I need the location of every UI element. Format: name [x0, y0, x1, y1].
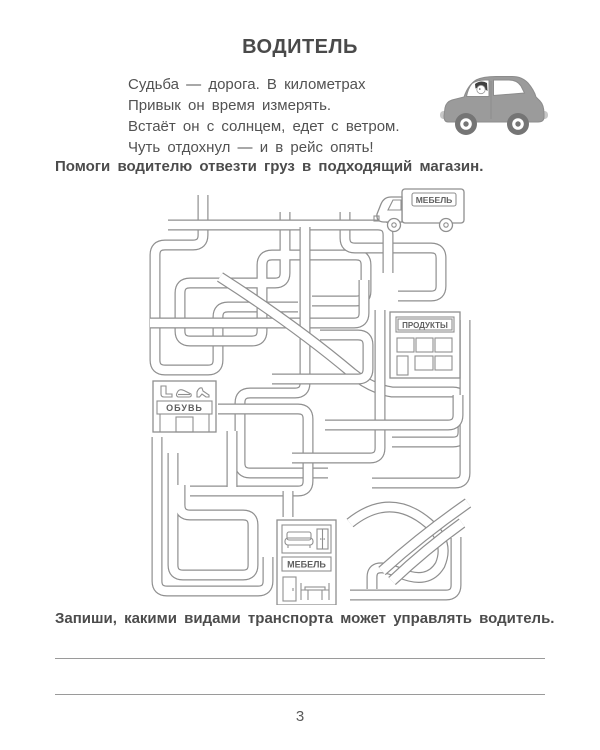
answer-line — [55, 658, 545, 659]
window-icon — [434, 337, 453, 353]
maze-road-surface — [379, 499, 471, 575]
window-icon — [434, 355, 453, 371]
truck-icon: МЕБЕЛЬ — [373, 188, 465, 233]
maze-road-surface — [168, 220, 393, 273]
table-and-chairs-icon — [300, 583, 330, 600]
shop-furniture: МЕБЕЛЬ — [276, 519, 337, 606]
maze-road-surface — [372, 320, 470, 488]
groceries-sign-label: ПРОДУКТЫ — [402, 321, 448, 330]
truck-windshield — [387, 199, 402, 211]
maze-svg: ПРОДУКТЫ ОБУВЬ — [149, 188, 472, 606]
maze-road-surface — [292, 310, 385, 463]
window-icon — [396, 337, 415, 353]
poem-line: Чуть отдохнул — и в рейс опять! — [128, 139, 374, 156]
sofa-icon — [284, 531, 314, 548]
maze-road-surface — [150, 195, 298, 375]
truck-bumper — [373, 215, 380, 222]
car-rear-wheel — [507, 113, 529, 135]
truck-sign-label: МЕБЕЛЬ — [416, 195, 453, 205]
maze-road-surface — [168, 453, 258, 580]
window-icon — [415, 337, 434, 353]
furniture-sign-label: МЕБЕЛЬ — [287, 560, 326, 570]
shoes-sign-label: ОБУВЬ — [166, 403, 203, 413]
poem-line: Встаёт он с солнцем, едет с ветром. — [128, 118, 400, 135]
maze-road — [325, 395, 464, 431]
boot-icon — [160, 385, 173, 398]
maze-road-surface — [190, 404, 313, 496]
maze-road-surface — [389, 519, 465, 585]
maze-road-surface — [150, 280, 369, 328]
maze: ПРОДУКТЫ ОБУВЬ — [60, 185, 480, 606]
page-number: 3 — [295, 708, 305, 725]
maze-road-surface — [152, 437, 273, 596]
wardrobe-icon — [316, 528, 329, 550]
shop-shoes: ОБУВЬ — [152, 380, 217, 433]
driver-eye — [479, 88, 481, 90]
display-window — [281, 524, 332, 554]
truck-rear-wheel — [438, 217, 454, 233]
maze-road-surface — [175, 212, 371, 346]
car-icon — [440, 76, 548, 135]
high-heel-icon — [196, 387, 210, 398]
car-illustration — [438, 64, 550, 148]
maze-road-surface — [340, 212, 446, 301]
door-icon — [396, 355, 409, 376]
maze-road-surface — [350, 537, 461, 600]
driver-face — [476, 84, 486, 95]
poem-line: Судьба — дорога. В километрах — [128, 76, 366, 93]
sneaker-icon — [175, 389, 192, 398]
poem-line: Привык он время измерять. — [128, 97, 332, 114]
answer-line — [55, 694, 545, 695]
shop-groceries: ПРОДУКТЫ — [389, 311, 461, 379]
window-icon — [414, 355, 434, 371]
door-icon — [282, 576, 297, 602]
truck-front-wheel — [386, 217, 402, 233]
door-icon — [175, 416, 194, 433]
maze-road-surface — [235, 227, 328, 478]
maze-road-surface — [272, 330, 373, 384]
writing-task-instruction: Запиши, какими видами транспорта может у… — [55, 610, 555, 627]
maze-task-instruction: Помоги водителю отвезти груз в подходящи… — [55, 158, 484, 175]
car-front-wheel — [455, 113, 477, 135]
maze-roads — [149, 195, 472, 601]
maze-road-surface — [325, 395, 463, 430]
poem: Судьба — дорога. В километрах Привык он … — [128, 74, 400, 158]
page-title: ВОДИТЕЛЬ — [242, 36, 358, 58]
car-rear-window — [493, 79, 526, 97]
